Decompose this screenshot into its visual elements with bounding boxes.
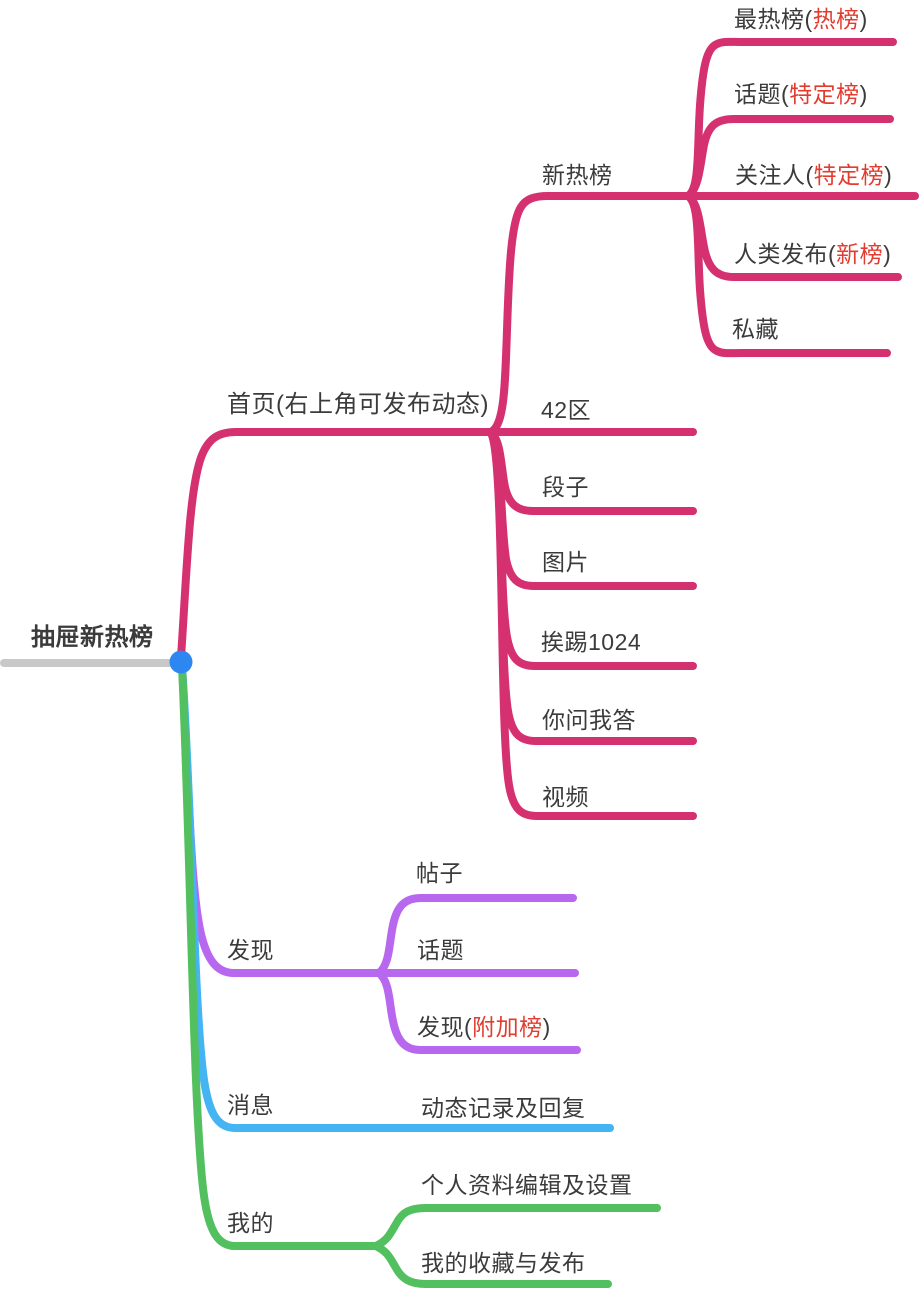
node-hot-human-label: 人类发布( bbox=[734, 241, 837, 267]
node-qa[interactable]: 你问我答 bbox=[542, 707, 636, 735]
node-root[interactable]: 抽屉新热榜 bbox=[31, 624, 154, 653]
node-profile-label: 个人资料编辑及设置 bbox=[421, 1172, 633, 1198]
node-it1024-label: 挨踢1024 bbox=[541, 629, 642, 655]
branch-discover-line bbox=[178, 662, 579, 977]
node-hot-topic[interactable]: 话题(特定榜) bbox=[734, 81, 868, 109]
node-hot-private[interactable]: 私藏 bbox=[732, 316, 779, 344]
node-hot-topic-label-red: 特定榜 bbox=[789, 81, 860, 107]
node-home-label: 首页(右上角可发布动态) bbox=[227, 391, 489, 418]
node-hot-topic-label: 话题( bbox=[734, 81, 790, 107]
node-hot-top-label-close: ) bbox=[859, 6, 868, 32]
node-duanzi[interactable]: 段子 bbox=[542, 474, 589, 502]
branch-hot-line bbox=[487, 192, 692, 436]
node-discover-extra-label-red: 附加榜 bbox=[472, 1014, 543, 1040]
node-hot-human-label-close: ) bbox=[883, 241, 892, 267]
node-discover[interactable]: 发现 bbox=[227, 937, 274, 965]
node-home[interactable]: 首页(右上角可发布动态) bbox=[227, 391, 489, 420]
node-message-label: 消息 bbox=[227, 1092, 274, 1118]
node-root-label: 抽屉新热榜 bbox=[31, 624, 154, 651]
node-profile[interactable]: 个人资料编辑及设置 bbox=[421, 1172, 633, 1200]
node-hot-follow-label-close: ) bbox=[884, 162, 893, 188]
node-hot-human[interactable]: 人类发布(新榜) bbox=[734, 241, 891, 269]
node-hot-top[interactable]: 最热榜(热榜) bbox=[734, 6, 868, 34]
node-area42[interactable]: 42区 bbox=[541, 397, 591, 425]
node-pics[interactable]: 图片 bbox=[542, 549, 589, 577]
branch-discover-extra-line bbox=[375, 969, 581, 1054]
node-hot-top-label: 最热榜( bbox=[734, 6, 813, 32]
node-discover-extra-label-close: ) bbox=[542, 1014, 551, 1040]
branch-video-line bbox=[487, 429, 697, 820]
node-qa-label: 你问我答 bbox=[542, 707, 636, 733]
branch-profile-line bbox=[372, 1204, 661, 1250]
node-discover-label: 发现 bbox=[227, 937, 274, 963]
node-message[interactable]: 消息 bbox=[227, 1092, 274, 1120]
branch-hot-topic-line bbox=[684, 115, 894, 200]
node-area42-label: 42区 bbox=[541, 397, 592, 423]
node-duanzi-label: 段子 bbox=[542, 474, 589, 500]
node-video-label: 视频 bbox=[542, 784, 589, 810]
node-hot-human-label-red: 新榜 bbox=[836, 241, 884, 267]
node-hot-follow-label-red: 特定榜 bbox=[813, 162, 885, 188]
node-posts-label: 帖子 bbox=[416, 860, 463, 886]
node-hot-top-label-red: 热榜 bbox=[812, 6, 860, 32]
node-favorites-label: 我的收藏与发布 bbox=[421, 1250, 586, 1276]
node-msg-detail[interactable]: 动态记录及回复 bbox=[421, 1095, 586, 1123]
node-hot-label: 新热榜 bbox=[542, 162, 613, 188]
node-topics[interactable]: 话题 bbox=[417, 937, 464, 965]
node-msg-detail-label: 动态记录及回复 bbox=[421, 1095, 586, 1121]
node-mine[interactable]: 我的 bbox=[227, 1210, 274, 1238]
branch-posts-line bbox=[375, 894, 577, 977]
node-hot-topic-label-close: ) bbox=[859, 81, 868, 107]
node-favorites[interactable]: 我的收藏与发布 bbox=[421, 1250, 586, 1278]
node-it1024[interactable]: 挨踢1024 bbox=[541, 629, 641, 657]
node-discover-extra[interactable]: 发现(附加榜) bbox=[417, 1014, 551, 1042]
node-posts[interactable]: 帖子 bbox=[416, 860, 463, 888]
node-pics-label: 图片 bbox=[542, 549, 589, 575]
node-hot[interactable]: 新热榜 bbox=[542, 162, 613, 190]
branch-mine-line bbox=[178, 662, 380, 1250]
node-mine-label: 我的 bbox=[227, 1210, 274, 1236]
node-discover-extra-label: 发现( bbox=[417, 1014, 473, 1040]
branch-home-line bbox=[177, 428, 697, 661]
node-video[interactable]: 视频 bbox=[542, 784, 589, 812]
node-hot-follow-label: 关注人( bbox=[735, 162, 814, 188]
root-hub-dot[interactable] bbox=[169, 650, 193, 674]
node-hot-private-label: 私藏 bbox=[732, 316, 779, 342]
node-hot-follow[interactable]: 关注人(特定榜) bbox=[735, 162, 892, 190]
branch-hot-private-line bbox=[684, 192, 891, 358]
node-topics-label: 话题 bbox=[417, 937, 464, 963]
branch-duanzi-line bbox=[487, 429, 697, 515]
branch-favorites-line bbox=[372, 1242, 612, 1288]
